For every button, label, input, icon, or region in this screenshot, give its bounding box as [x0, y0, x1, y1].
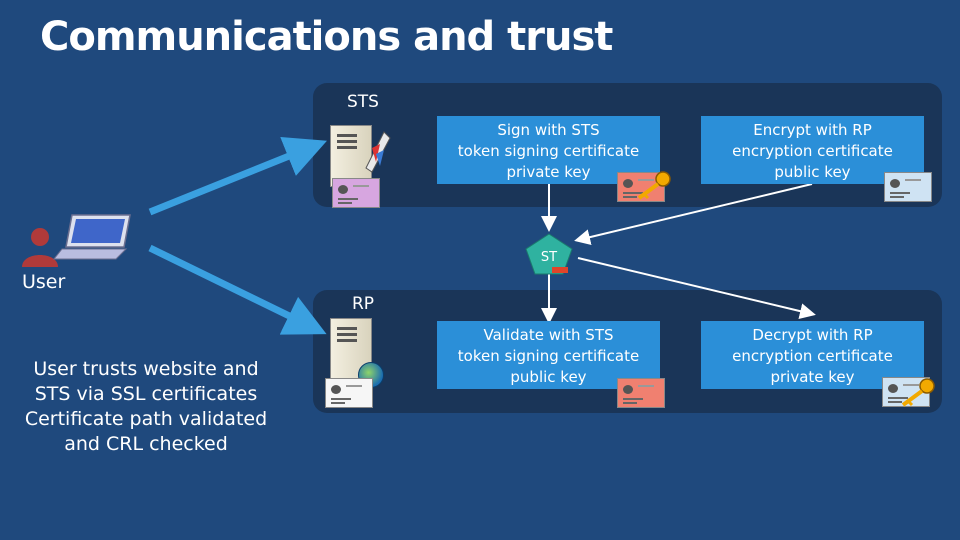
laptop-icon — [52, 214, 131, 260]
user-note-line-3: Certificate path validated — [24, 408, 268, 430]
user-label: User — [22, 271, 66, 293]
sts-sign-line-2: token signing certificate — [457, 142, 640, 160]
user-note-line-1: User trusts website and — [33, 358, 259, 380]
rp-decrypt-box: Decrypt with RP encryption certificate p… — [701, 321, 924, 389]
sts-sign-key-icon — [637, 171, 671, 200]
sts-encrypt-box: Encrypt with RP encryption certificate p… — [701, 116, 924, 184]
user-icon — [22, 228, 58, 267]
user-note-line-2: STS via SSL certificates — [34, 383, 258, 405]
sts-sign-line-3: private key — [506, 163, 591, 181]
rp-decrypt-line-1: Decrypt with RP — [752, 326, 873, 344]
rp-decrypt-line-3: private key — [770, 368, 855, 386]
sts-sign-line-1: Sign with STS — [497, 121, 600, 139]
rp-panel-label: RP — [352, 294, 375, 314]
user-note-line-4: and CRL checked — [64, 433, 228, 455]
rp-decrypt-line-2: encryption certificate — [732, 347, 893, 365]
token-to-decrypt-arrow — [577, 257, 816, 319]
rp-validate-line-2: token signing certificate — [457, 347, 640, 365]
sts-pen-icon — [365, 131, 391, 173]
sts-panel-label: STS — [347, 92, 379, 112]
sts-encrypt-certificate-icon — [884, 172, 932, 202]
sts-encrypt-line-3: public key — [774, 163, 851, 181]
sts-encrypt-line-1: Encrypt with RP — [753, 121, 872, 139]
sts-certificate-icon — [332, 178, 380, 208]
rp-validate-line-3: public key — [510, 368, 587, 386]
encrypt-to-token-arrow — [574, 183, 813, 245]
page-title: Communications and trust — [40, 14, 613, 60]
security-token-label: ST — [541, 250, 557, 265]
sts-sign-box: Sign with STS token signing certificate … — [437, 116, 660, 184]
rp-certificate-icon — [325, 378, 373, 408]
user-trust-note: User trusts website and STS via SSL cert… — [20, 357, 272, 457]
rp-validate-certificate-icon — [617, 378, 665, 408]
user-to-rp-arrow — [148, 244, 327, 335]
sts-encrypt-line-2: encryption certificate — [732, 142, 893, 160]
user-to-sts-arrow — [148, 136, 327, 216]
security-token-icon: ST — [525, 233, 573, 275]
rp-validate-line-1: Validate with STS — [483, 326, 614, 344]
rp-decrypt-key-icon — [901, 378, 935, 407]
rp-validate-box: Validate with STS token signing certific… — [437, 321, 660, 389]
